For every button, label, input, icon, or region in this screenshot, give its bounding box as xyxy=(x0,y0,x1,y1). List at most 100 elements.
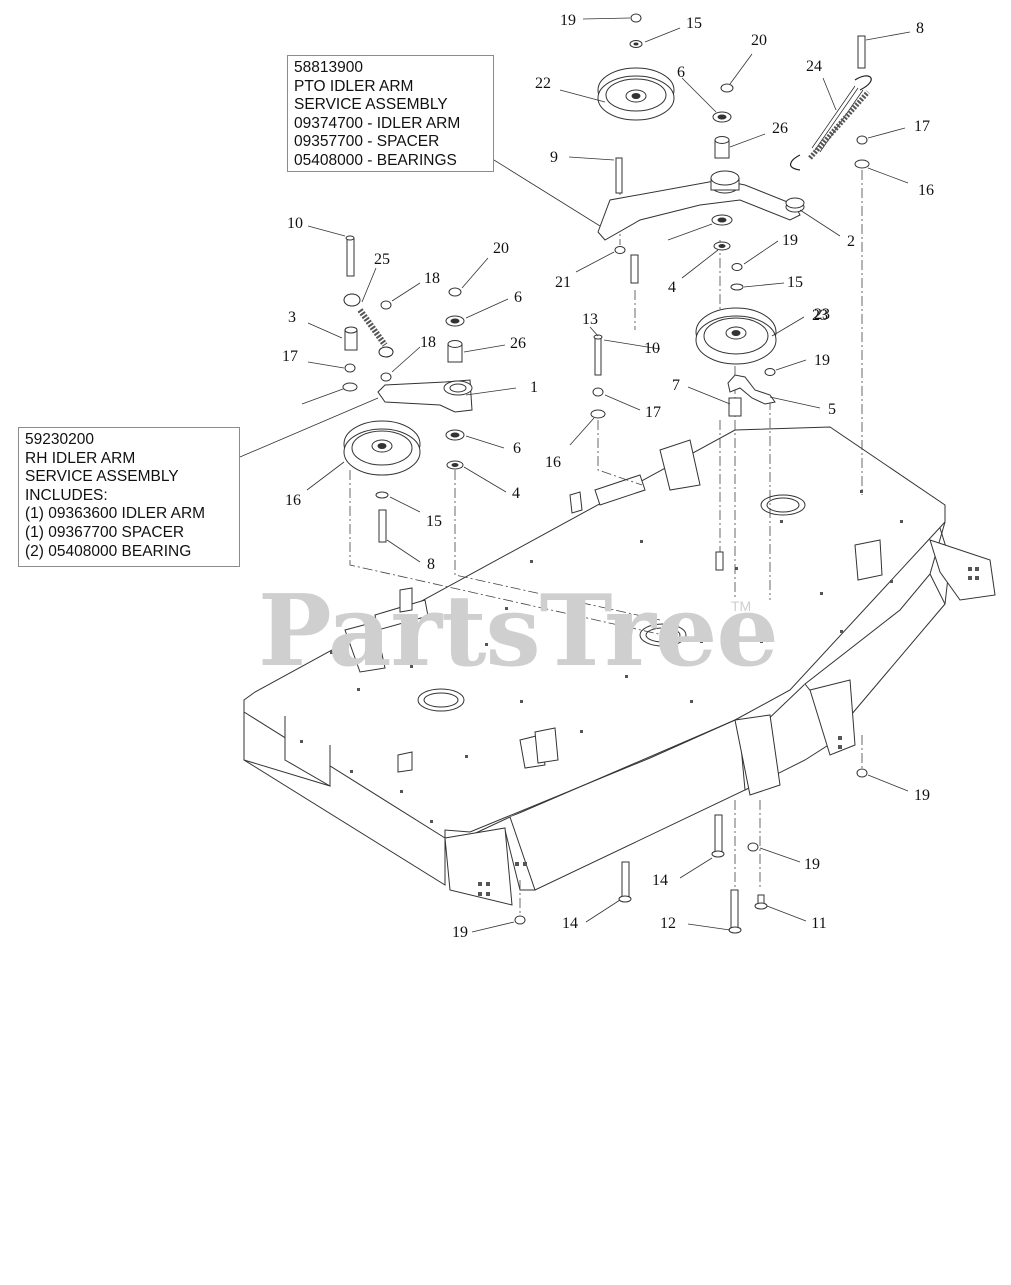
callout-line: SERVICE ASSEMBLY xyxy=(25,468,179,486)
part-label-6: 6 xyxy=(514,289,522,306)
part-label-26: 26 xyxy=(510,335,526,352)
part-label-20: 20 xyxy=(493,240,509,257)
part-label-13: 13 xyxy=(582,311,598,328)
callout-line: 09374700 - IDLER ARM xyxy=(294,114,461,132)
nut-17-left xyxy=(344,363,356,373)
part-label-17: 17 xyxy=(645,404,661,421)
exploded-parts xyxy=(342,13,872,934)
pulley-23-right xyxy=(695,307,777,365)
part-label-3: 3 xyxy=(288,309,296,326)
idler-arm-plate xyxy=(597,179,801,241)
nut-17-right xyxy=(856,135,868,145)
nut-19-lower-right xyxy=(856,768,868,778)
rh-idler-arm-callout: 59230200 RH IDLER ARM SERVICE ASSEMBLY I… xyxy=(18,427,240,567)
callout-line: 09357700 - SPACER xyxy=(294,133,440,151)
part-label-19: 19 xyxy=(452,924,468,941)
part-label-17: 17 xyxy=(914,118,930,135)
pin-9 xyxy=(615,157,623,194)
nut-20-top xyxy=(720,83,734,93)
nut-17-mid xyxy=(592,387,604,397)
washer-16-right xyxy=(854,159,870,169)
part-label-21: 21 xyxy=(555,274,571,291)
part-label-19: 19 xyxy=(782,232,798,249)
part-label-14: 14 xyxy=(652,872,668,889)
callout-line: 05408000 - BEARINGS xyxy=(294,151,457,169)
callout-line: SERVICE ASSEMBLY xyxy=(294,96,448,114)
nut-19-top xyxy=(630,13,642,23)
callout-line: (1) 09367700 SPACER xyxy=(25,523,185,541)
part-label-18: 18 xyxy=(420,334,436,351)
bolt-14-left xyxy=(621,861,630,899)
deck-hole-right xyxy=(760,494,806,516)
part-label-1: 1 xyxy=(530,379,538,396)
callout-line: 59230200 xyxy=(25,431,94,448)
part-label-26: 26 xyxy=(772,120,788,137)
pin-8-top xyxy=(857,35,866,69)
part-label-22: 22 xyxy=(535,75,551,92)
nut-21 xyxy=(614,246,626,254)
washer-16-mid xyxy=(590,409,606,419)
part-label-12: 12 xyxy=(660,915,676,932)
part-label-25: 25 xyxy=(374,251,390,268)
part-label-10: 10 xyxy=(644,340,660,357)
deck-left-skirt xyxy=(284,716,331,787)
deck-bolt-holes xyxy=(300,490,979,896)
deck-hole-left xyxy=(417,688,465,712)
callout-line: (2) 05408000 BEARING xyxy=(25,542,192,560)
bolt-12 xyxy=(730,889,739,931)
callout-line: INCLUDES: xyxy=(25,486,108,504)
part-label-19: 19 xyxy=(560,12,576,29)
part-label-15: 15 xyxy=(686,15,702,32)
pto-idler-arm-callout: 58813900 PTO IDLER ARM SERVICE ASSEMBLY … xyxy=(287,55,494,172)
part-label-16: 16 xyxy=(545,454,561,471)
watermark-tm: TM xyxy=(731,598,752,614)
deck-hole-center xyxy=(639,623,687,647)
nut-18-lower xyxy=(380,372,392,382)
callout-line: (1) 09363600 IDLER ARM xyxy=(25,505,206,523)
callout-line: RH IDLER ARM xyxy=(25,449,136,467)
pin-8-left xyxy=(378,509,387,543)
callout-line: 58813900 xyxy=(294,59,363,76)
nut-19-mid xyxy=(731,263,743,271)
part-label-11: 11 xyxy=(811,915,826,932)
bracket-5 xyxy=(727,374,776,405)
part-label-7: 7 xyxy=(672,377,680,394)
nut-19-lower-left xyxy=(514,915,526,925)
part-label-23: 23 xyxy=(812,307,828,324)
stud-deck xyxy=(715,551,724,571)
nut-18-upper xyxy=(380,300,392,310)
callout-line: PTO IDLER ARM xyxy=(294,77,414,95)
part-label-15: 15 xyxy=(787,274,803,291)
deck-bracket xyxy=(659,439,701,491)
part-label-16: 16 xyxy=(918,182,934,199)
part-label-19: 19 xyxy=(914,787,930,804)
deck-left-wall xyxy=(243,700,446,886)
part-label-19: 19 xyxy=(804,856,820,873)
part-label-6: 6 xyxy=(677,64,685,81)
pin-10-mid xyxy=(594,336,602,376)
watermark-text: PartsTree xyxy=(258,574,779,689)
part-label-2: 2 xyxy=(847,233,855,250)
pulley-23-left xyxy=(343,420,421,476)
washer-15-mid xyxy=(730,283,744,291)
part-label-8: 8 xyxy=(916,20,924,37)
part-label-14: 14 xyxy=(562,915,578,932)
nut-19-bracket xyxy=(764,368,776,376)
nut-20-left xyxy=(448,287,462,297)
pin-13 xyxy=(630,254,639,284)
pin-10-left xyxy=(346,237,355,277)
part-label-4: 4 xyxy=(668,279,676,296)
part-label-19: 19 xyxy=(814,352,830,369)
pulley-22 xyxy=(597,67,675,121)
part-label-6: 6 xyxy=(513,440,521,457)
part-label-18: 18 xyxy=(424,270,440,287)
part-label-4: 4 xyxy=(512,485,520,502)
deck-right-gusset xyxy=(929,539,996,601)
part-label-10: 10 xyxy=(287,215,303,232)
callout-leader-lines xyxy=(239,17,911,933)
spring-25 xyxy=(343,293,394,358)
spacer-7 xyxy=(728,397,742,417)
